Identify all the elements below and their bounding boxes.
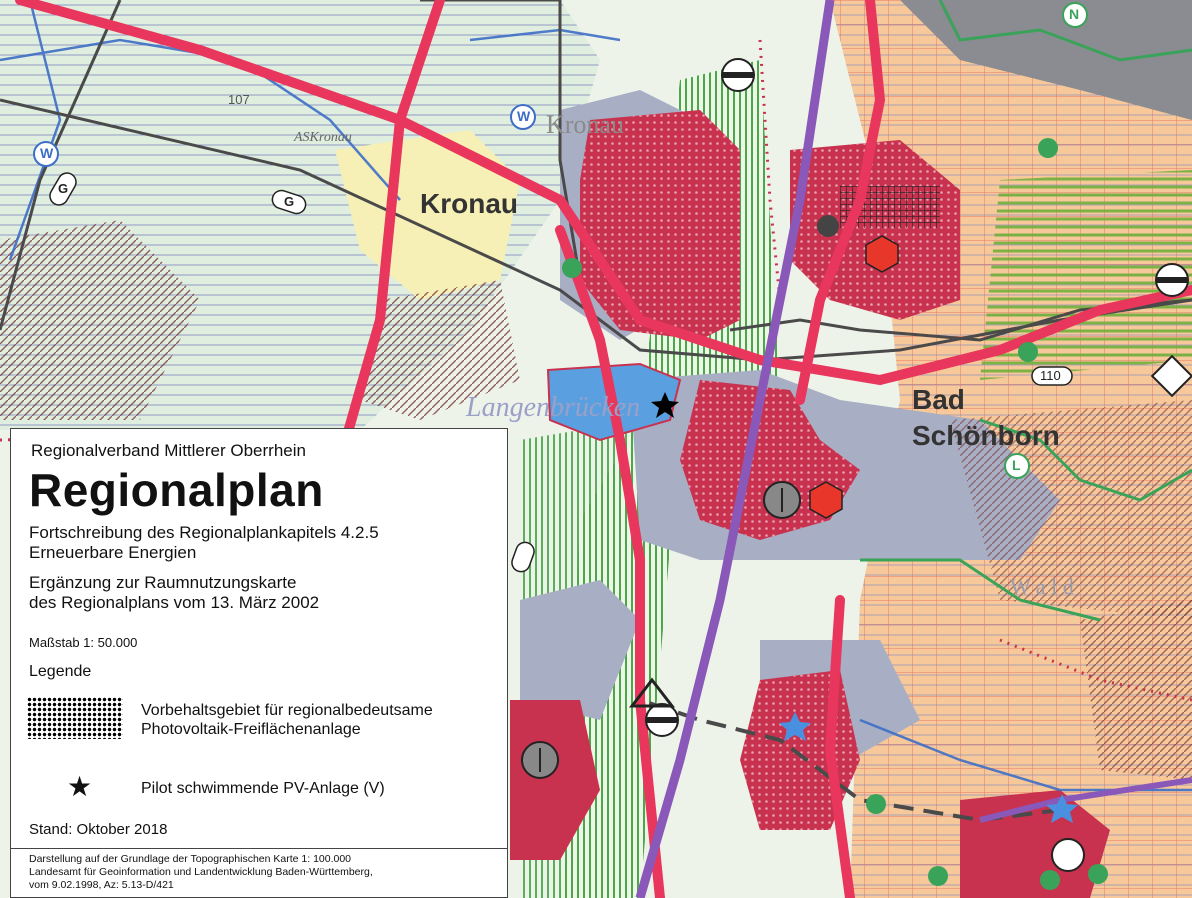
road-number-g-1: G <box>284 194 295 209</box>
place-label-bad: Bad <box>912 384 965 415</box>
symbol-letter-l: L <box>1012 457 1021 473</box>
legend-divider <box>11 848 507 849</box>
star-icon: ★ <box>67 771 93 802</box>
legend-entry-pv-area-line-1: Vorbehaltsgebiet für regionalbedeutsame <box>141 702 433 719</box>
footnote-line-1: Darstellung auf der Grundlage der Topogr… <box>29 853 352 865</box>
plan-title: Regionalplan <box>29 464 324 516</box>
place-label-kronau: Kronau <box>420 188 518 219</box>
road-number-107: 107 <box>228 92 250 107</box>
status-date: Stand: Oktober 2018 <box>29 821 168 838</box>
topo-label-kronau: Kronau <box>546 110 624 139</box>
subtitle-line-2: Erneuerbare Energien <box>29 543 197 562</box>
supplement-line-2: des Regionalplans vom 13. März 2002 <box>29 593 320 612</box>
legend-entry-floating-pv: Pilot schwimmende PV-Anlage (V) <box>141 780 385 797</box>
symbol-letter-n: N <box>1069 6 1080 22</box>
subtitle-line-1: Fortschreibung des Regionalplankapitels … <box>29 523 379 542</box>
place-label-schoenborn: Schönborn <box>912 420 1060 451</box>
organization-name: Regionalverband Mittlerer Oberrhein <box>31 441 306 460</box>
symbol-letter-w-1: W <box>40 145 54 161</box>
topo-label-askronau: ASKronau <box>294 130 352 145</box>
road-number-g-2: G <box>58 181 69 196</box>
legend-entry-pv-area-line-2: Photovoltaik-Freiflächenanlage <box>141 721 361 738</box>
pv-area-pattern-swatch <box>27 697 123 739</box>
road-number-110: 110 <box>1040 368 1061 383</box>
topo-label-langenbruecken: Langenbrücken <box>466 392 641 423</box>
symbol-letter-w-2: W <box>517 108 531 124</box>
supplement-line-1: Ergänzung zur Raumnutzungskarte <box>29 573 297 592</box>
footnote-line-2: Landesamt für Geoinformation und Landent… <box>29 866 373 878</box>
legend-panel: Regionalverband Mittlerer Oberrhein Regi… <box>10 428 508 898</box>
footnote-line-3: vom 9.02.1998, Az: 5.13-D/421 <box>29 879 174 891</box>
topo-label-wald: W a l d <box>1010 574 1074 599</box>
legend-heading: Legende <box>29 663 92 680</box>
footnote: Darstellung auf der Grundlage der Topogr… <box>29 853 373 892</box>
scale-text: Maßstab 1: 50.000 <box>29 635 138 650</box>
